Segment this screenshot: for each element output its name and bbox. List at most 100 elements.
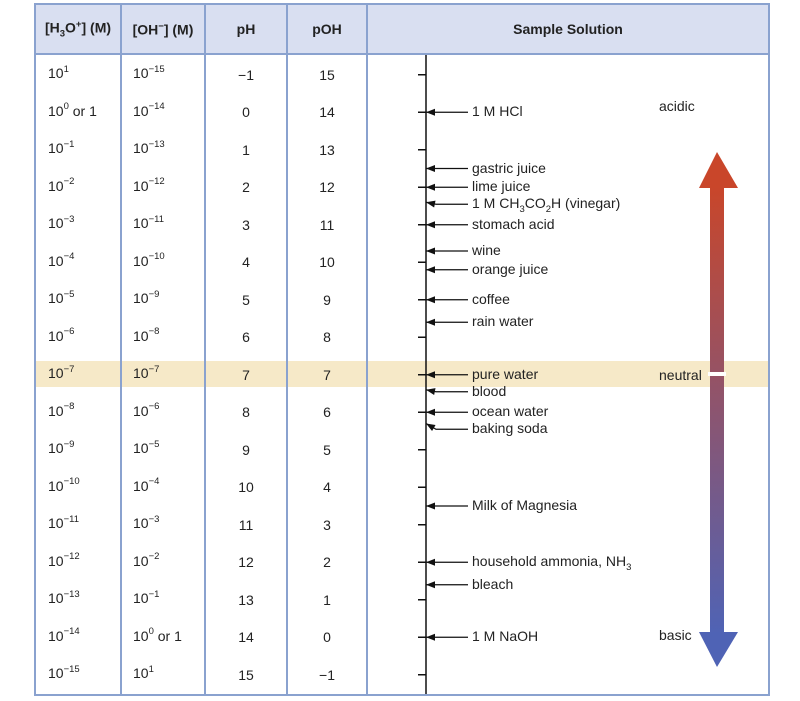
oh-value: 10−14 [133, 101, 165, 119]
ph-value-cell: 15 [238, 666, 254, 683]
oh-concentration-cell: 10−9 [133, 288, 160, 307]
poh-value-cell: 7 [323, 366, 331, 383]
ph-value-cell: 8 [242, 404, 250, 421]
sample-label: bleach [472, 575, 514, 592]
ph-value-cell: 13 [238, 591, 254, 608]
h3o-value: 10−7 [48, 363, 75, 382]
oh-concentration-cell: 101 [133, 663, 154, 682]
pointer-arrowhead [426, 633, 435, 641]
arrow-head-up [699, 152, 738, 188]
sample-pointer [426, 183, 468, 191]
oh-value: 10−2 [133, 551, 160, 569]
exponent: −7 [148, 363, 160, 375]
h3o-concentration-cell: 10−7 [48, 363, 75, 382]
exponent: 1 [63, 63, 69, 75]
h3o-value: 10−10 [48, 476, 80, 494]
exponent: −10 [63, 476, 80, 488]
exponent: −10 [148, 251, 165, 263]
grid-line [34, 5, 36, 695]
oh-concentration-cell: 10−3 [133, 514, 159, 532]
h3o-value: 10−12 [48, 551, 80, 569]
sample-label: Milk of Magnesia [472, 497, 578, 513]
pointer-arrowhead [426, 165, 435, 172]
oh-concentration-cell: 10−7 [133, 363, 160, 382]
oh-concentration-cell: 10−14 [133, 101, 165, 119]
sample-label: orange juice [472, 260, 549, 277]
neutral-marker [708, 372, 726, 376]
header-sample-solution: Sample Solution [368, 5, 768, 53]
header-subscript: 3 [59, 28, 66, 40]
exponent: −2 [148, 551, 160, 563]
h3o-concentration-cell: 10−4 [48, 251, 75, 269]
pointer-arrowhead [426, 558, 435, 566]
sample-pointer [426, 266, 468, 274]
sample-label: baking soda [472, 420, 548, 437]
h3o-value: 10−8 [48, 401, 75, 419]
pointer-arrowhead [426, 296, 435, 304]
pointer-arrowhead [426, 423, 436, 432]
poh-value-cell: 3 [323, 516, 331, 533]
sample-label: coffee [472, 290, 510, 307]
poh-value-cell: 14 [319, 104, 335, 121]
h3o-concentration-cell: 100 or 1 [48, 101, 97, 119]
oh-concentration-cell: 10−2 [133, 551, 160, 569]
grid-line [366, 5, 368, 695]
sample-label: rain water [472, 313, 534, 330]
exponent: −2 [63, 176, 75, 188]
grid-line [120, 5, 122, 695]
h3o-concentration-cell: 10−13 [48, 589, 80, 607]
oh-value: 10−4 [133, 476, 160, 494]
header-oh: [OH−] (M) [122, 5, 204, 53]
oh-value: 10−13 [133, 138, 165, 157]
pointer-arrowhead [426, 247, 435, 255]
h3o-concentration-cell: 10−2 [48, 176, 75, 194]
oh-value: 10−9 [133, 288, 160, 307]
sample-pointer [425, 422, 468, 432]
exponent: −11 [63, 513, 79, 525]
neutral-row-highlight [36, 361, 768, 387]
exponent: −14 [63, 626, 80, 638]
oh-value: 10−15 [133, 63, 165, 82]
header-ph: pH [206, 5, 286, 53]
pointer-arrowhead [426, 200, 436, 208]
exponent: −15 [148, 63, 165, 75]
ph-value-cell: 7 [242, 366, 250, 383]
header-poh: pOH [288, 5, 366, 53]
exponent: −12 [148, 176, 165, 188]
acid-base-arrow [699, 152, 738, 667]
sample-pointer [426, 558, 468, 566]
ph-value-cell: −1 [238, 66, 254, 83]
exponent: 1 [148, 663, 154, 675]
h3o-value: 10−15 [48, 663, 80, 682]
subscript: 3 [519, 204, 525, 216]
oh-concentration-cell: 10−8 [133, 326, 159, 344]
grid-line [286, 5, 288, 695]
sample-pointer [426, 371, 468, 379]
grid-line [34, 53, 770, 55]
h3o-value: 10−2 [48, 176, 75, 194]
poh-value-cell: −1 [319, 666, 335, 683]
h3o-value: 10−4 [48, 251, 75, 269]
oh-concentration-cell: 10−6 [133, 401, 160, 419]
oh-concentration-cell: 10−10 [133, 251, 165, 269]
oh-concentration-cell: 10−11 [133, 213, 164, 232]
pointer-arrowhead [426, 221, 435, 229]
oh-value: 10−6 [133, 401, 160, 419]
h3o-value: 10−6 [48, 326, 75, 344]
poh-value-cell: 12 [319, 179, 335, 196]
exponent: −11 [148, 213, 164, 225]
sample-pointers [425, 108, 468, 641]
sample-pointer [426, 502, 468, 510]
oh-concentration-cell: 10−13 [133, 138, 165, 157]
oh-concentration-cell: 100 or 1 [133, 626, 182, 644]
pointer-arrowhead [426, 502, 435, 510]
header-poh-text: pOH [312, 21, 342, 37]
sample-pointer [426, 296, 468, 304]
exponent: −13 [148, 138, 165, 150]
exponent: −5 [148, 438, 160, 450]
h3o-concentration-cell: 10−14 [48, 626, 80, 644]
pointer-arrowhead [426, 408, 435, 416]
sample-label: stomach acid [472, 215, 555, 232]
neutral-label: neutral [659, 367, 702, 383]
poh-value-cell: 15 [319, 66, 335, 83]
